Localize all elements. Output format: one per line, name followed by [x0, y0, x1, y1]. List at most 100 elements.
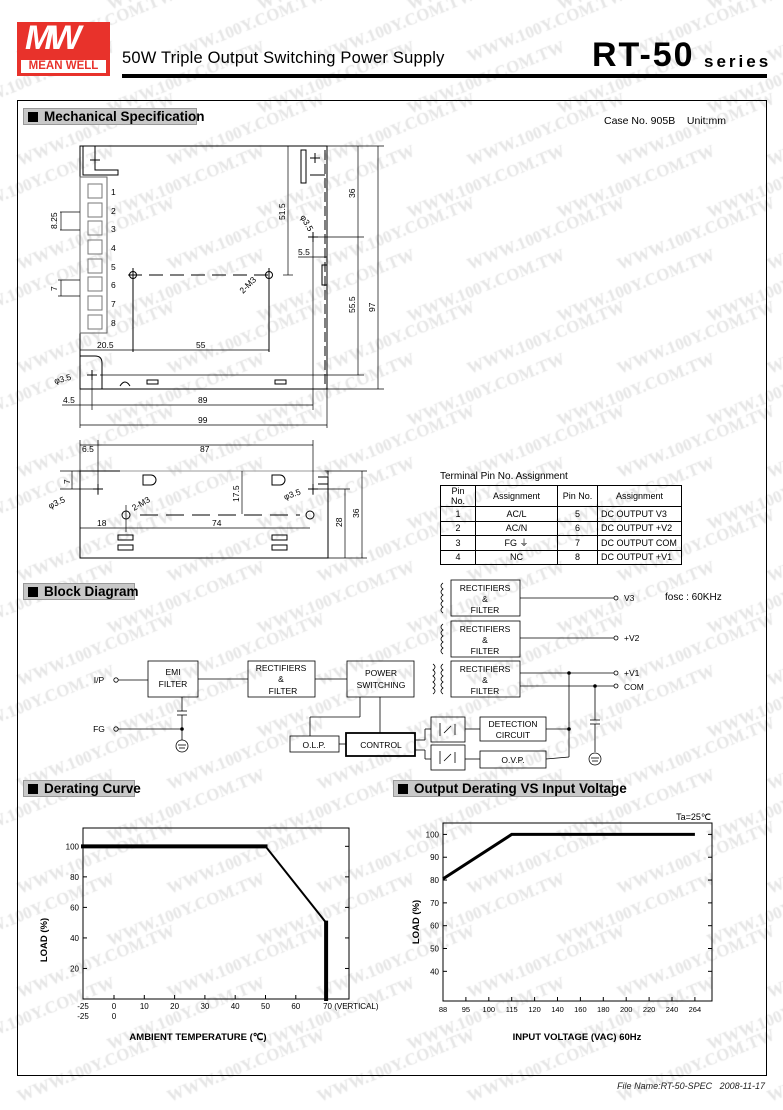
section-block-diagram: Block Diagram	[23, 583, 139, 600]
logo-text: MEAN WELL	[28, 60, 99, 72]
x-tick-label: 20	[170, 1002, 179, 1011]
svg-text:FILTER: FILTER	[471, 646, 500, 656]
x-tick-label: -25	[77, 1002, 89, 1011]
dimension-label: 97	[367, 302, 377, 312]
ovp-label: O.V.P.	[501, 755, 524, 765]
input-rectifier-label: FILTER	[269, 686, 298, 696]
terminal-number: 7	[111, 299, 116, 309]
svg-text:FILTER: FILTER	[471, 605, 500, 615]
x-tick-label: 120	[528, 1005, 541, 1014]
output-rectifier-v3-label: RECTIFIERS	[460, 583, 511, 593]
x-axis-title: INPUT VOLTAGE (VAC) 60Hz	[513, 1032, 642, 1043]
dimension-label: 36	[351, 508, 361, 518]
x-tick-label: 240	[666, 1005, 679, 1014]
dimension-label: 28	[334, 517, 344, 527]
dimension-label: 89	[198, 395, 208, 405]
square-bullet-icon	[28, 587, 38, 597]
y-tick-label: 50	[430, 945, 439, 954]
x-tick-label: 220	[643, 1005, 656, 1014]
footer: File Name:RT-50-SPEC 2008-11-17	[617, 1081, 765, 1091]
output-v3-label: V3	[624, 593, 635, 603]
dimension-label: 51.5	[277, 203, 287, 220]
svg-text:FILTER: FILTER	[471, 686, 500, 696]
dimension-label: φ3.5	[298, 213, 315, 233]
x-tick-label: 70 (VERTICAL)	[323, 1002, 379, 1011]
detection-circuit-label: CIRCUIT	[496, 730, 530, 740]
series-label: series	[704, 52, 772, 71]
x-tick-label: 200	[620, 1005, 633, 1014]
dimension-label: φ3.5	[282, 486, 302, 501]
dimension-label: 87	[200, 444, 210, 454]
input-label: I/P	[94, 675, 105, 685]
control-label: CONTROL	[360, 740, 402, 750]
y-tick-label: 90	[430, 853, 439, 862]
x-tick-label: 50	[261, 1002, 270, 1011]
dimension-label: 5.5	[298, 247, 310, 257]
terminal-number: 6	[111, 280, 116, 290]
ambient-annotation: Ta=25℃	[676, 812, 711, 822]
svg-text:&: &	[482, 635, 488, 645]
top-view-drawing	[58, 145, 384, 428]
dimension-label: 20.5	[97, 340, 114, 350]
content-frame	[17, 100, 767, 1076]
file-name: File Name:RT-50-SPEC	[617, 1081, 713, 1091]
output-v1-label: +V1	[624, 668, 640, 678]
x-tick-label: 115	[506, 1005, 518, 1014]
dimension-label: 8.25	[49, 212, 59, 229]
terminal-number: 3	[111, 224, 116, 234]
x-tick-label: 88	[439, 1005, 447, 1014]
input-rectifier-label: &	[278, 674, 284, 684]
svg-text:&: &	[482, 675, 488, 685]
terminal-number: 5	[111, 262, 116, 272]
x-tick-label: 140	[551, 1005, 564, 1014]
mean-well-logo: MW MEAN WELL	[17, 19, 110, 76]
terminal-number: 8	[111, 318, 116, 328]
terminal-table-title: Terminal Pin No. Assignment	[440, 471, 568, 482]
y-axis-title: LOAD (%)	[411, 900, 422, 944]
x-tick-label: 0	[112, 1002, 117, 1011]
y-axis-title: LOAD (%)	[39, 918, 50, 962]
dimension-label: 2-M3	[237, 274, 258, 295]
square-bullet-icon	[28, 784, 38, 794]
dimension-label: 36	[347, 188, 357, 198]
detection-circuit-label: DETECTION	[488, 719, 537, 729]
dimension-label: 55	[196, 340, 206, 350]
power-switching-label: SWITCHING	[357, 680, 406, 690]
olp-label: O.L.P.	[303, 740, 326, 750]
output-rectifier-v1-label: RECTIFIERS	[460, 664, 511, 674]
document-title: 50W Triple Output Switching Power Supply	[122, 49, 445, 67]
section-derating-curve: Derating Curve	[23, 780, 141, 797]
section-output-derating: Output Derating VS Input Voltage	[393, 780, 627, 797]
input-rectifier-label: RECTIFIERS	[256, 663, 307, 673]
dimension-label: 2-M3	[130, 494, 152, 512]
dimension-label: 18	[97, 518, 107, 528]
plot-frame	[82, 827, 350, 1000]
output-v2-label: +V2	[624, 633, 640, 643]
series-segment	[264, 844, 328, 925]
table-header-row: Pin No. Assignment Pin No. Assignment	[440, 485, 682, 507]
fg-label: FG	[93, 724, 105, 734]
case-info: Case No. 905B Unit:mm	[604, 115, 726, 127]
y-tick-label: 70	[430, 899, 439, 908]
side-view-drawing	[60, 440, 367, 559]
square-bullet-icon	[398, 784, 408, 794]
dimension-label: 7	[62, 479, 72, 484]
logo-letters: MW	[25, 19, 81, 57]
dimension-label: 7	[49, 286, 59, 291]
y-tick-label: 80	[70, 873, 79, 882]
emi-filter-label: EMI	[165, 667, 180, 677]
emi-filter-label: FILTER	[159, 679, 188, 689]
dimension-label: φ3.5	[53, 372, 73, 386]
x-tick-label: 100	[483, 1005, 496, 1014]
x-tick-label: 10	[140, 1002, 149, 1011]
oscillator-frequency: fosc : 60KHz	[665, 592, 722, 603]
dimension-label: 74	[212, 518, 222, 528]
model-name: RT-50	[592, 36, 695, 74]
dimension-label: 17.5	[231, 485, 241, 502]
y-tick-label: 40	[430, 967, 439, 976]
output-rectifier-v2-label: RECTIFIERS	[460, 624, 511, 634]
terminal-number: 4	[111, 243, 116, 253]
